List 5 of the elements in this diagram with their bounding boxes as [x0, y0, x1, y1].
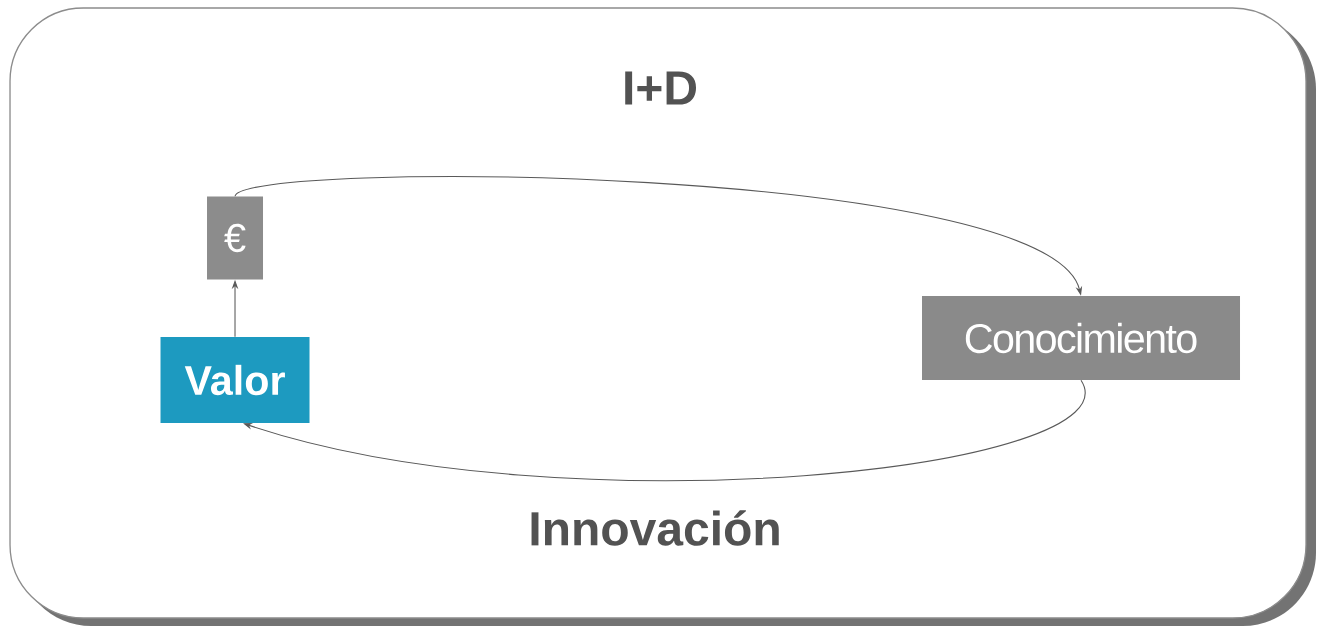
- currency-box: €: [207, 196, 263, 280]
- edge-label: Innovación: [525, 507, 785, 549]
- process-box: Conocimiento: [922, 296, 1240, 380]
- edge-label: I+D: [619, 68, 701, 108]
- process-box: Valor: [160, 337, 310, 423]
